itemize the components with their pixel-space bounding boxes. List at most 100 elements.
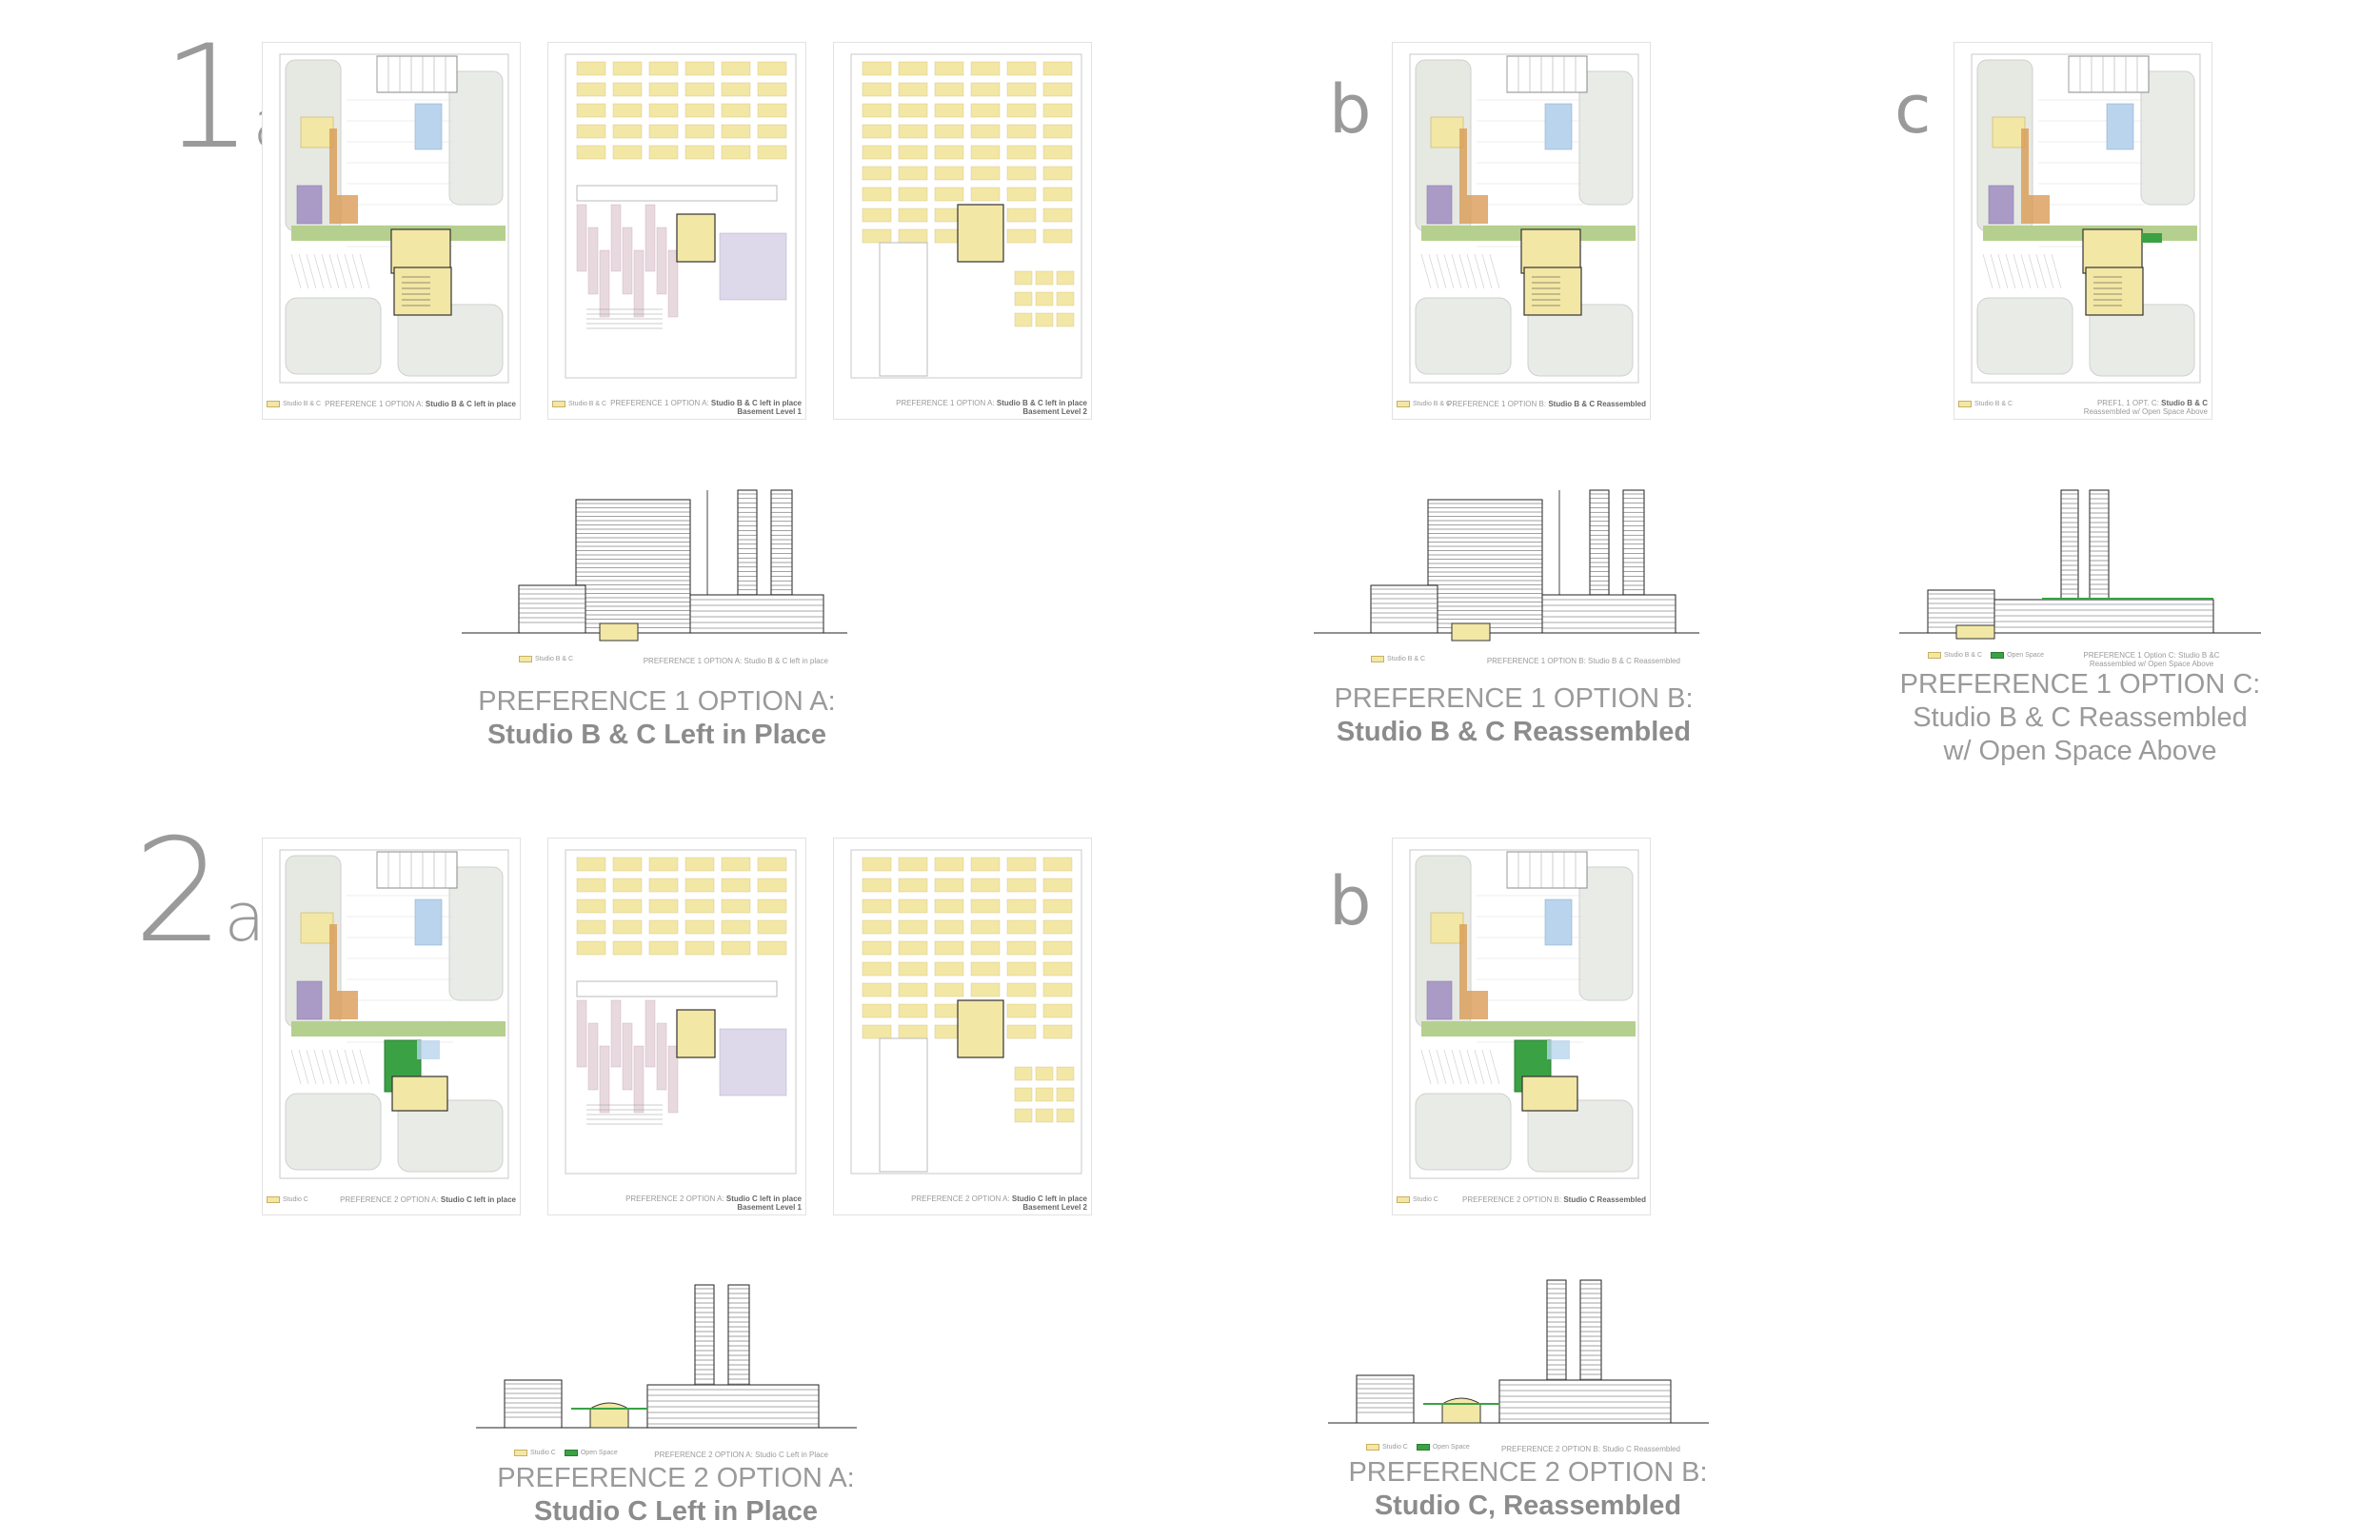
studio-swatch — [514, 1450, 527, 1456]
elevation-caption: PREFERENCE 1 OPTION B: Studio B & C Reas… — [1486, 657, 1680, 665]
elevation-drawing — [462, 489, 847, 642]
floor-plan-drawing — [279, 849, 509, 1179]
basement-plan-drawing — [850, 849, 1082, 1175]
caption-bold: Studio B & C — [2161, 399, 2208, 408]
studio-swatch — [1958, 401, 1972, 407]
legend-label: Studio B & C — [283, 401, 322, 407]
title-line1: PREFERENCE 2 OPTION B: — [1348, 1457, 1708, 1488]
elevation-legend: Studio C Open Space — [514, 1450, 618, 1456]
plan-legend: Studio B & C — [1958, 401, 2013, 407]
elevation-drawing — [1899, 489, 2261, 640]
title-line3: w/ Open Space Above — [1943, 735, 2217, 766]
caption-bold: Studio B & C left in place — [710, 399, 802, 408]
plan-caption: PREFERENCE 1 OPTION B: Studio B & C Reas… — [1447, 400, 1646, 409]
caption-prefix: PREFERENCE 1 OPTION B: — [1447, 400, 1547, 409]
preference-number: 2 — [133, 809, 225, 975]
legend-studio-label: Studio C — [1382, 1444, 1408, 1451]
elevation-pref1-opta: Studio B & C PREFERENCE 1 OPTION A: Stud… — [462, 481, 847, 671]
title-line1: PREFERENCE 2 OPTION A: — [497, 1463, 855, 1493]
title-line2: Studio C, Reassembled — [1374, 1490, 1682, 1521]
floor-plan-drawing — [1971, 53, 2201, 384]
title-pref1-optc: PREFERENCE 1 OPTION C: Studio B & C Reas… — [1866, 668, 2294, 767]
plan-caption: PREFERENCE 2 OPTION A: Studio C left in … — [911, 1195, 1087, 1213]
plan-caption: PREFERENCE 2 OPTION B: Studio C Reassemb… — [1462, 1195, 1646, 1205]
plan-pref1-opta-basement2: PREFERENCE 1 OPTION A: Studio B & C left… — [833, 42, 1092, 420]
option-b-letter: b — [1329, 862, 1372, 940]
plan-pref1-optb-ground: Studio B & C PREFERENCE 1 OPTION B: Stud… — [1392, 42, 1651, 420]
legend-open-label: Open Space — [580, 1450, 618, 1456]
plan-pref1-opta-basement1: Studio B & C PREFERENCE 1 OPTION A: Stud… — [547, 42, 806, 420]
option-letter: a — [224, 879, 266, 957]
legend-studio-label: Studio B & C — [535, 656, 574, 662]
studio-swatch — [1928, 652, 1941, 659]
option-b-letter: b — [1329, 70, 1372, 148]
caption-bold: Studio B & C Reassembled — [1548, 400, 1646, 409]
plan-legend: Studio B & C — [552, 401, 606, 407]
legend-studio-label: Studio B & C — [1387, 656, 1426, 662]
option-c-letter: c — [1894, 70, 1932, 148]
title-line1: PREFERENCE 1 OPTION B: — [1334, 683, 1694, 714]
caption-bold: Studio C left in place — [725, 1194, 802, 1204]
plan-legend: Studio B & C — [267, 401, 321, 407]
caption-bold: Studio B & C left in place — [425, 400, 516, 409]
elevation-pref1-optb: Studio B & C PREFERENCE 1 OPTION B: Stud… — [1314, 481, 1699, 671]
title-line2: Studio B & C Reassembled — [1913, 701, 2248, 733]
title-pref2-optb: PREFERENCE 2 OPTION B: Studio C, Reassem… — [1299, 1456, 1756, 1523]
legend-label: Studio B & C — [1413, 401, 1452, 407]
title-line1: PREFERENCE 1 OPTION A: — [478, 686, 836, 717]
plan-pref2-opta-ground: Studio C PREFERENCE 2 OPTION A: Studio C… — [262, 838, 521, 1215]
basement-plan-drawing — [565, 849, 797, 1175]
legend-studio-label: Studio C — [530, 1450, 556, 1456]
elevation-caption: PREFERENCE 1 Option C: Studio B &C Reass… — [2083, 651, 2220, 668]
studio-swatch — [1366, 1444, 1379, 1451]
caption-line2: Basement Level 1 — [737, 1203, 802, 1213]
caption-prefix: PREFERENCE 2 OPTION B: — [1462, 1195, 1562, 1205]
elevation-drawing — [1314, 489, 1699, 642]
caption-line2: Basement Level 2 — [1022, 1203, 1087, 1213]
plan-caption: PREFERENCE 1 OPTION A: Studio B & C left… — [610, 400, 802, 417]
caption-line2: Basement Level 1 — [737, 407, 802, 417]
studio-swatch — [1371, 656, 1384, 662]
caption-bold: Studio B & C left in place — [996, 399, 1087, 408]
studio-swatch — [519, 656, 532, 662]
legend-label: Studio B & C — [568, 401, 607, 407]
elevation-caption: PREFERENCE 2 OPTION A: Studio C Left in … — [654, 1451, 828, 1459]
plan-legend: Studio B & C — [1397, 401, 1451, 407]
legend-open-label: Open Space — [2007, 652, 2044, 659]
elevation-pref2-opta: Studio C Open Space PREFERENCE 2 OPTION A… — [476, 1275, 857, 1466]
plan-caption: PREFERENCE 2 OPTION A: Studio C left in … — [340, 1195, 516, 1205]
studio-swatch — [552, 401, 565, 407]
open-space-swatch — [564, 1450, 578, 1456]
plan-pref2-optb-ground: Studio C PREFERENCE 2 OPTION B: Studio C… — [1392, 838, 1651, 1215]
title-line2: Studio B & C Left in Place — [486, 719, 827, 750]
plan-legend: Studio C — [267, 1196, 308, 1203]
caption-prefix: PREFERENCE 2 OPTION A: — [340, 1195, 439, 1205]
preference-2-label: 2a — [133, 820, 265, 963]
elevation-caption: PREFERENCE 1 OPTION A: Studio B & C left… — [643, 657, 828, 665]
legend-label: Studio C — [1413, 1196, 1438, 1203]
plan-caption: PREFERENCE 1 OPTION A: Studio B & C left… — [325, 400, 516, 409]
floor-plan-drawing — [1409, 53, 1639, 384]
elevation-legend: Studio B & C — [1371, 656, 1425, 662]
plan-pref2-opta-basement2: PREFERENCE 2 OPTION A: Studio C left in … — [833, 838, 1092, 1215]
studio-swatch — [1397, 401, 1410, 407]
caption-line2: Basement Level 2 — [1022, 407, 1087, 417]
plan-caption: PREFERENCE 1 OPTION A: Studio B & C left… — [896, 400, 1087, 417]
title-line2: Studio C Left in Place — [533, 1495, 819, 1527]
caption-prefix: PREFERENCE 2 OPTION A: — [625, 1194, 724, 1204]
title-pref1-optb: PREFERENCE 1 OPTION B: Studio B & C Reas… — [1285, 682, 1742, 749]
title-line2: Studio B & C Reassembled — [1336, 716, 1692, 747]
legend-label: Studio B & C — [1974, 401, 2013, 407]
title-pref1-opta: PREFERENCE 1 OPTION A: Studio B & C Left… — [428, 685, 885, 752]
open-space-swatch — [1991, 652, 2005, 659]
studio-swatch — [1397, 1196, 1410, 1203]
floor-plan-drawing — [279, 53, 509, 384]
caption-prefix: PREFERENCE 1 OPTION A: — [896, 399, 995, 408]
plan-legend: Studio C — [1397, 1196, 1438, 1203]
basement-plan-drawing — [565, 53, 797, 379]
caption-bold: Studio C Reassembled — [1563, 1195, 1646, 1205]
